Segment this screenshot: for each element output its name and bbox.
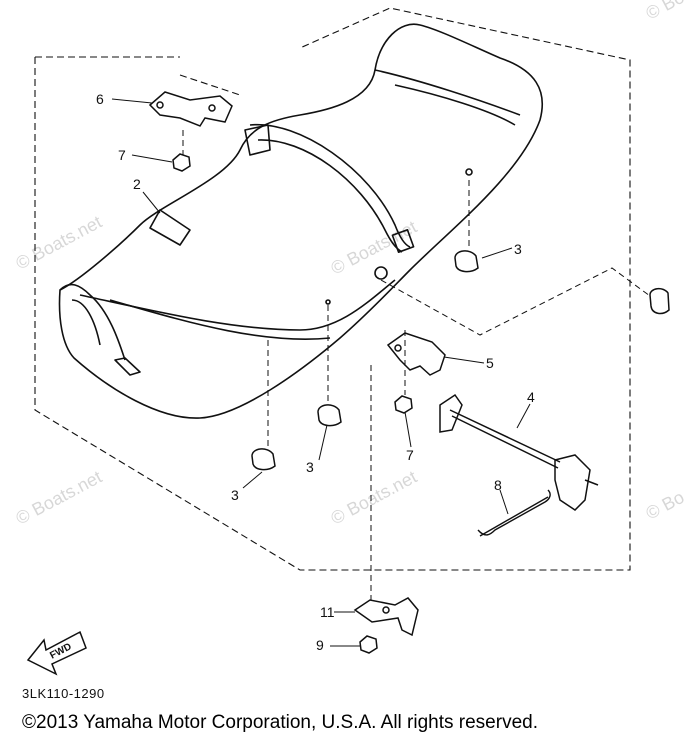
part-4-rod [439,393,599,511]
seat [58,23,544,419]
watermark-edge: © Bo [642,0,687,24]
callout-3-left: 3 [231,487,239,503]
part-8-spring [477,489,551,537]
callout-7-lower: 7 [406,447,414,463]
fwd-arrow: FWD [26,630,87,676]
callouts: 6 7 2 3 5 4 7 3 3 8 11 9 [96,91,535,653]
watermarks: © Boats.net © Boats.net © Boats.net © Bo… [12,0,687,529]
part-6-bracket [148,91,233,127]
part-9-nut [359,635,378,654]
callout-5: 5 [486,355,494,371]
assembly-boundary [34,7,631,571]
callout-7: 7 [118,147,126,163]
callout-3: 3 [514,241,522,257]
part-7-nut [172,153,191,172]
fwd-label: FWD [48,641,73,661]
watermark: © Boats.net [12,467,105,529]
copyright-notice: ©2013 Yamaha Motor Corporation, U.S.A. A… [22,712,538,733]
assembly-lines [182,130,651,600]
loose-grommet [649,287,670,315]
part-5-bracket [386,332,446,376]
callout-9: 9 [316,637,324,653]
callout-2: 2 [133,176,141,192]
watermark: © Boats.net [327,217,420,279]
callout-4: 4 [527,389,535,405]
watermark: © Boats.net [327,467,420,529]
callout-3-middle: 3 [306,459,314,475]
callout-6: 6 [96,91,104,107]
part-code: 3LK110-1290 [22,686,105,701]
callout-8: 8 [494,477,502,493]
part-3-grommets [251,250,479,471]
leader-lines [111,98,531,647]
watermark: © Boats.net [12,212,105,274]
callout-11: 11 [320,604,335,620]
watermark-edge: © Bo [642,487,687,524]
part-7-nut-lower [394,395,413,414]
part-11-latch [353,597,419,637]
